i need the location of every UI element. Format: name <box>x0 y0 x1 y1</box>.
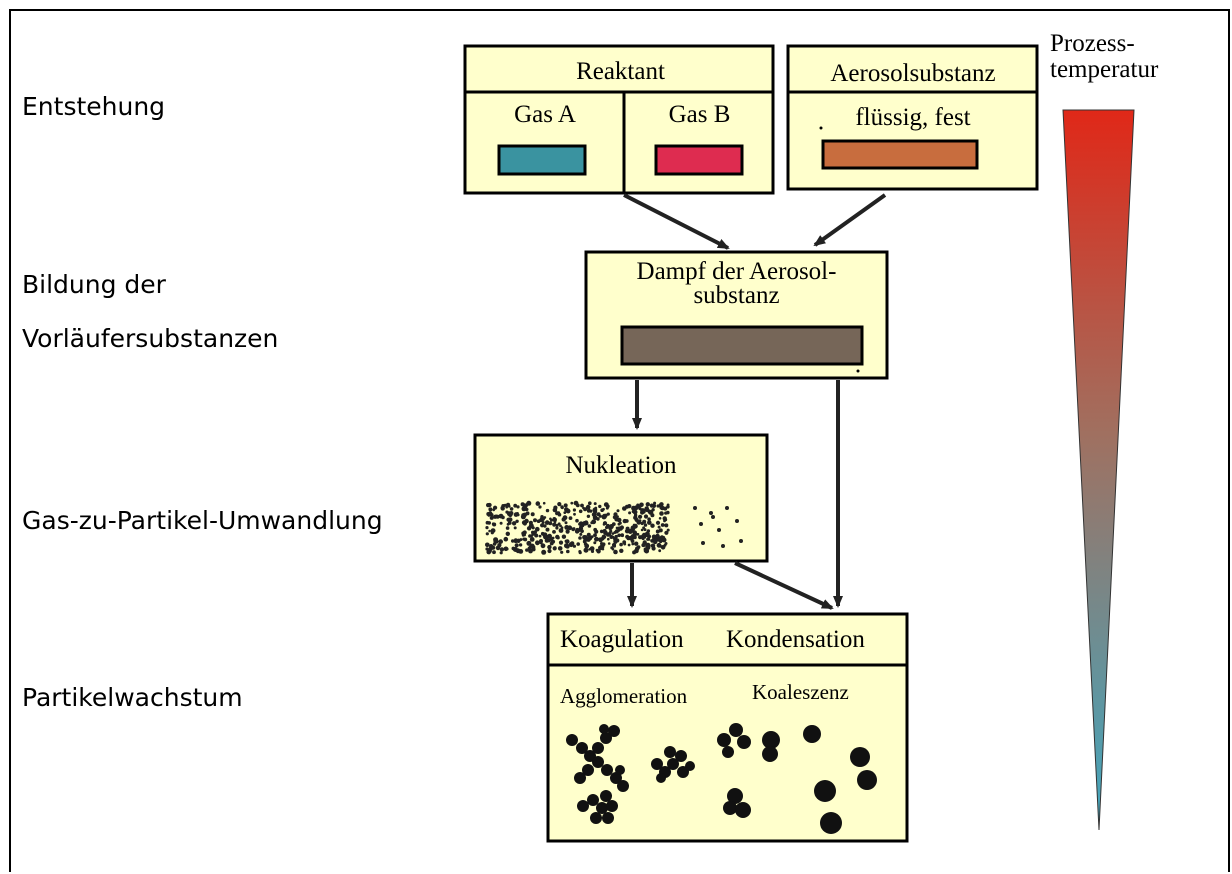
dampf-box <box>584 250 889 380</box>
temperature-label-line2: temperatur <box>1050 56 1159 83</box>
reaktant-box <box>463 44 775 195</box>
nukleation-box <box>473 433 769 563</box>
aerosol-title: Aerosolsubstanz <box>830 60 996 87</box>
stage-bildung-label-line2: Vorläufersubstanzen <box>22 324 279 353</box>
gas-a-swatch <box>497 144 587 176</box>
nucleation-sparse-particles <box>693 506 743 548</box>
kondensation-label: Kondensation <box>726 626 865 653</box>
agglomerate-particles <box>566 724 695 824</box>
dampf-label-line2: substanz <box>693 282 780 309</box>
nukleation-title: Nukleation <box>565 452 677 479</box>
flow-arrows <box>623 193 887 610</box>
figure-frame <box>9 9 1230 872</box>
gas-a-label: Gas A <box>514 101 576 128</box>
reaktant-title: Reaktant <box>576 58 665 85</box>
aerosol-box <box>786 44 1039 191</box>
coalescence-particles <box>717 723 877 834</box>
temperature-label-line1: Prozess- <box>1050 30 1135 57</box>
agglomeration-label: Agglomeration <box>560 684 688 708</box>
nucleation-dense-particles <box>485 500 670 555</box>
stage-entstehung-label: Entstehung <box>22 92 166 121</box>
dampf-label-line1: Dampf der Aerosol- <box>636 258 837 285</box>
koagulation-label: Koagulation <box>560 626 684 653</box>
temperature-gradient-wedge <box>1062 109 1135 831</box>
stage-umwandlung-label: Gas-zu-Partikel-Umwandlung <box>22 506 383 535</box>
stage-wachstum-label: Partikelwachstum <box>22 683 243 712</box>
arrow-nukleation-to-kondensation <box>734 561 834 610</box>
dampf-swatch <box>620 325 864 366</box>
gas-b-swatch <box>654 144 744 176</box>
arrow-reaktant-to-dampf <box>623 193 730 250</box>
koaleszenz-label: Koaleszenz <box>752 680 849 704</box>
aerosol-swatch <box>821 139 979 170</box>
stage-bildung-label-line1: Bildung der <box>22 270 166 299</box>
wachstum-box <box>546 612 909 843</box>
gas-b-label: Gas B <box>668 101 731 128</box>
arrow-aerosol-to-dampf <box>813 193 887 247</box>
aerosol-state-label: flüssig, fest <box>855 104 971 131</box>
